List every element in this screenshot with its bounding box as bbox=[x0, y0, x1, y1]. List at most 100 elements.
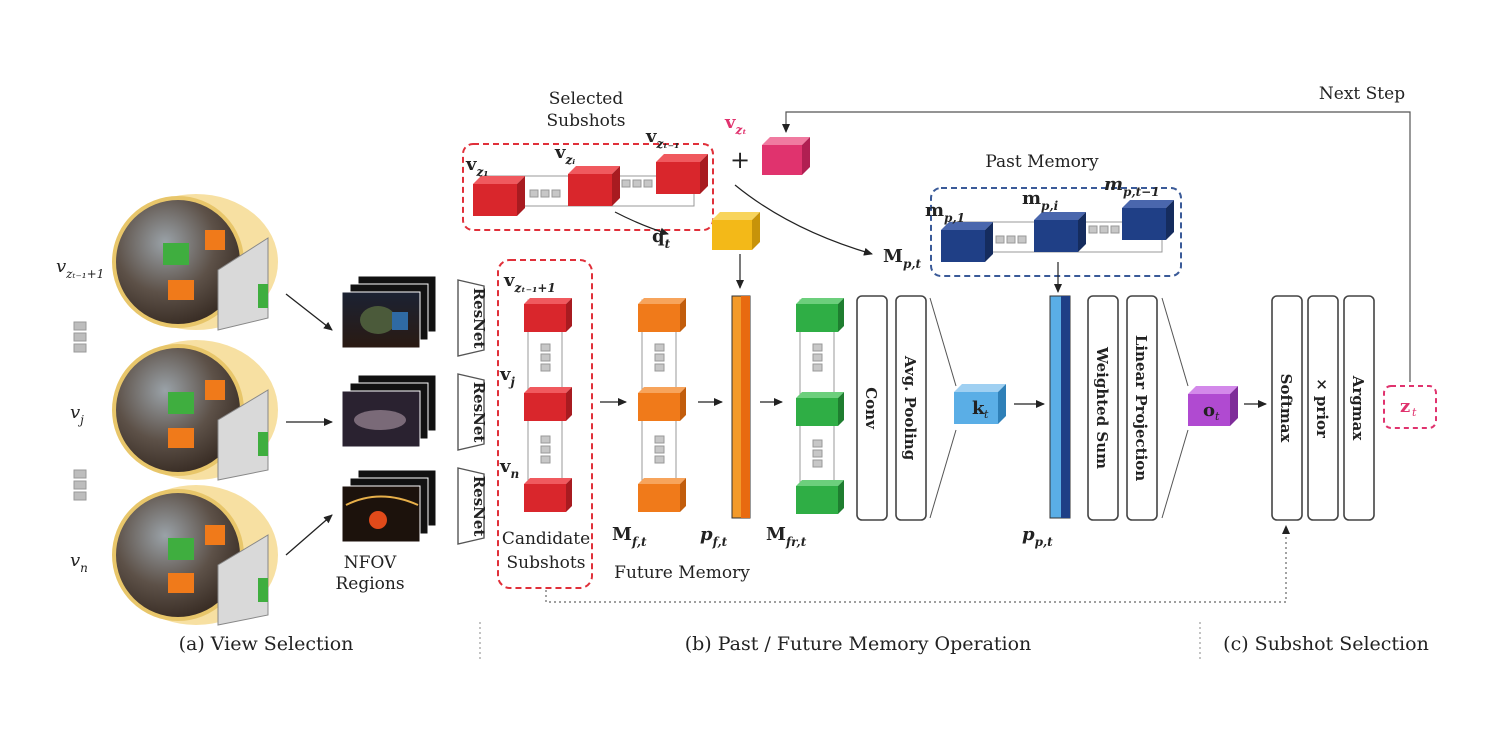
future-cube-1 bbox=[638, 298, 686, 332]
caption-subshot-selection: (c) Subshot Selection bbox=[1223, 633, 1429, 655]
prior-block: × prior bbox=[1307, 295, 1339, 521]
funnel-bottom-ot bbox=[1161, 429, 1189, 519]
past-ellipsis-cubes bbox=[995, 225, 1120, 244]
svg-text:Softmax: Softmax bbox=[1277, 374, 1295, 444]
nfov-stack-2 bbox=[341, 374, 437, 448]
svg-text:t: t bbox=[1412, 406, 1417, 419]
candidate-cube-3 bbox=[524, 478, 572, 512]
label-m-pt-1: mp,t−1 bbox=[1104, 174, 1160, 199]
linear-projection-block: Linear Projection bbox=[1126, 295, 1158, 521]
view-selection-panel: vzₜ₋₁+1 vj vn NFOV Regions bbox=[56, 194, 488, 626]
z-t-box: z t bbox=[1383, 385, 1437, 429]
panorama-sphere-3 bbox=[112, 485, 278, 626]
arrow-to-m-p-t bbox=[734, 184, 873, 256]
ellipsis-cubes-1 bbox=[73, 321, 87, 353]
next-step-loop: Next Step bbox=[782, 84, 1411, 382]
past-cube-2 bbox=[1034, 212, 1086, 252]
future-cube-3 bbox=[638, 478, 686, 512]
label-v-n: vn bbox=[499, 456, 519, 481]
candidate-ellipsis-cubes bbox=[540, 343, 551, 464]
label-v-z1: vz₁ bbox=[465, 154, 489, 179]
candidate-dashed-box bbox=[497, 259, 593, 589]
selected-cube-1 bbox=[473, 176, 525, 216]
selected-cube-3 bbox=[656, 154, 708, 194]
past-cube-1 bbox=[941, 222, 993, 262]
svg-text:Argmax: Argmax bbox=[1349, 375, 1367, 442]
svg-text:Conv: Conv bbox=[862, 387, 880, 430]
svg-text:× prior: × prior bbox=[1313, 378, 1331, 439]
green-cube-3 bbox=[796, 480, 844, 514]
label-M-ft: Mf,t bbox=[612, 524, 647, 549]
svg-text:ResNet: ResNet bbox=[470, 288, 488, 349]
label-v-j-left: vj bbox=[70, 402, 84, 427]
candidate-subshots-group: vzₜ₋₁+1 vj vn Candidate Subshots bbox=[497, 259, 593, 589]
selected-ellipsis-cubes bbox=[529, 179, 653, 198]
label-v-n-left: vn bbox=[70, 550, 88, 575]
p-ft-bar bbox=[731, 295, 751, 519]
argmax-block: Argmax bbox=[1343, 295, 1375, 521]
arrow-sphere1-nfov bbox=[285, 293, 333, 331]
label-v-zt-1: vzₜ₋₁ bbox=[645, 126, 679, 151]
candidate-label-line2: Subshots bbox=[507, 553, 586, 573]
funnel-top-kt bbox=[929, 297, 957, 387]
panorama-sphere-2 bbox=[112, 340, 278, 481]
plus-sign: + bbox=[730, 146, 750, 174]
conv-block: Conv bbox=[856, 295, 888, 521]
next-step-label: Next Step bbox=[1319, 84, 1405, 104]
selected-subshots-group: Selected Subshots vz₁ vzᵢ vzₜ₋₁ + vzₜ bbox=[462, 89, 810, 231]
candidate-cube-1 bbox=[524, 298, 572, 332]
svg-text:k: k bbox=[972, 398, 985, 419]
label-q-t: qt bbox=[652, 226, 671, 251]
q-t-cube bbox=[712, 212, 760, 250]
ellipsis-cubes-2 bbox=[73, 469, 87, 501]
candidate-label-line1: Candidate bbox=[502, 529, 590, 549]
funnel-top-ot bbox=[1161, 297, 1189, 387]
svg-text:ResNet: ResNet bbox=[470, 476, 488, 537]
label-v-cand: vzₜ₋₁+1 bbox=[503, 270, 556, 295]
label-v-zt: vzₜ bbox=[724, 112, 747, 137]
selected-subshots-label-2: Subshots bbox=[547, 111, 626, 131]
m-frt-group: Mfr,t bbox=[766, 298, 844, 549]
label-v-zi: vzᵢ bbox=[554, 142, 575, 167]
candidate-cube-2 bbox=[524, 387, 572, 421]
svg-text:t: t bbox=[1215, 410, 1220, 423]
weighted-sum-block: Weighted Sum bbox=[1087, 295, 1119, 521]
dotted-candidate-loop bbox=[545, 525, 1290, 603]
v-zt-cube bbox=[762, 137, 810, 175]
nfov-label-line1: NFOV bbox=[344, 553, 397, 573]
past-memory-label: Past Memory bbox=[985, 152, 1099, 172]
label-m-pi: mp,i bbox=[1022, 188, 1059, 213]
nfov-stack-1 bbox=[341, 275, 437, 349]
past-memory-dashed-box bbox=[930, 187, 1182, 277]
label-v-j: vj bbox=[499, 364, 515, 389]
p-pt-bar bbox=[1049, 295, 1071, 519]
svg-text:Weighted Sum: Weighted Sum bbox=[1093, 346, 1111, 469]
svg-text:Avg. Pooling: Avg. Pooling bbox=[901, 355, 919, 461]
past-memory-group: Past Memory mp,1 mp,i mp,t−1 Mp,t bbox=[883, 152, 1182, 277]
resnet-block-2: ResNet bbox=[457, 373, 488, 451]
nfov-stack-3 bbox=[341, 469, 437, 543]
softmax-block: Softmax bbox=[1271, 295, 1303, 521]
label-m-p1: mp,1 bbox=[925, 200, 965, 225]
caption-memory-operation: (b) Past / Future Memory Operation bbox=[685, 633, 1032, 655]
green-cube-2 bbox=[796, 392, 844, 426]
caption-view-selection: (a) View Selection bbox=[179, 633, 354, 655]
k-t-cube: k t bbox=[954, 384, 1006, 424]
resnet-block-3: ResNet bbox=[457, 467, 488, 545]
resnet-block-1: ResNet bbox=[457, 279, 488, 357]
future-memory-label: Future Memory bbox=[614, 563, 750, 583]
selected-subshots-dashed-box bbox=[462, 143, 714, 231]
label-p-ft: pf,t bbox=[700, 524, 728, 549]
arrow-sphere3-nfov bbox=[285, 514, 333, 556]
nfov-label-line2: Regions bbox=[335, 574, 404, 594]
past-cube-3 bbox=[1122, 200, 1174, 240]
label-M-frt: Mfr,t bbox=[766, 524, 807, 549]
future-memory-group: Mf,t Future Memory bbox=[612, 298, 750, 583]
green-cube-1 bbox=[796, 298, 844, 332]
label-v-z-t-1-plus-1: vzₜ₋₁+1 bbox=[56, 256, 104, 281]
svg-text:t: t bbox=[984, 408, 989, 421]
arrow-to-q-t bbox=[614, 211, 669, 236]
label-M-pt: Mp,t bbox=[883, 246, 922, 271]
selected-cube-2 bbox=[568, 166, 620, 206]
o-t-cube: o t bbox=[1188, 386, 1238, 426]
